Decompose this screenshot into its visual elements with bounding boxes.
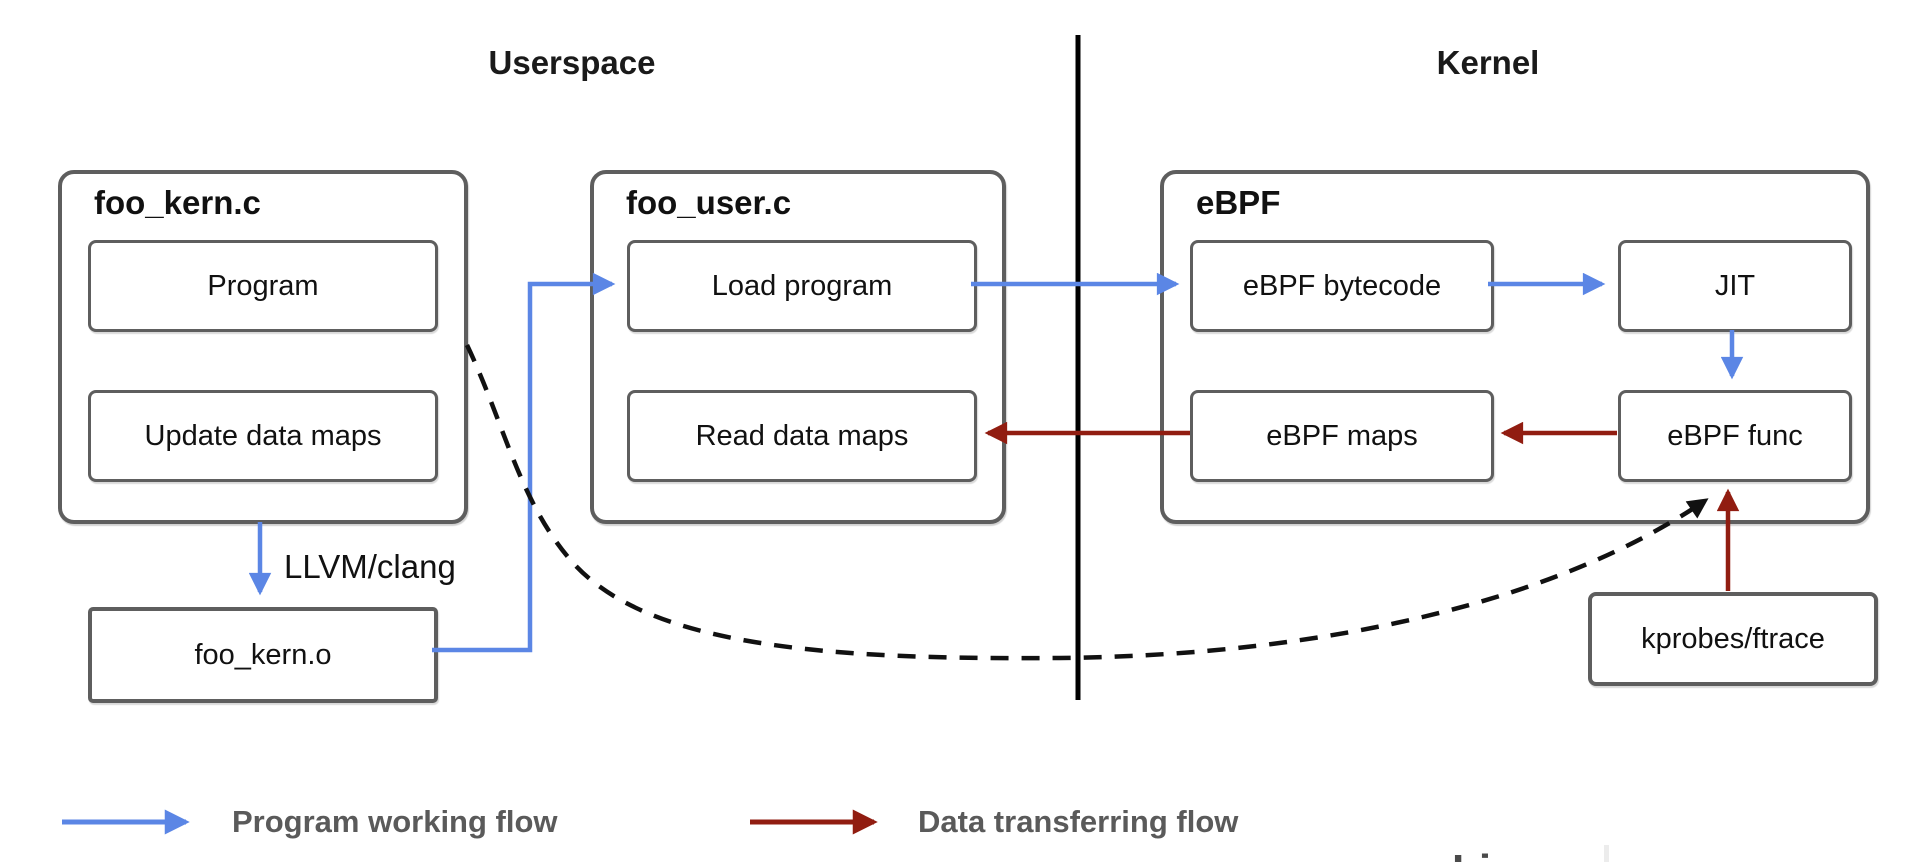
arrow-object-to-load-program bbox=[432, 272, 616, 653]
node-program: Program bbox=[88, 240, 438, 332]
node-ebpf-maps: eBPF maps bbox=[1190, 390, 1494, 482]
container-ebpf-title: eBPF bbox=[1196, 184, 1281, 221]
node-jit: JIT bbox=[1618, 240, 1852, 332]
node-read-data-maps: Read data maps bbox=[627, 390, 977, 482]
node-ebpf-bytecode: eBPF bytecode bbox=[1190, 240, 1494, 332]
node-ebpf-func: eBPF func bbox=[1618, 390, 1852, 482]
node-update-data-maps: Update data maps bbox=[88, 390, 438, 482]
region-label-kernel: Kernel bbox=[1436, 44, 1540, 81]
legend-label-data-flow: Data transferring flow bbox=[918, 804, 1239, 839]
edge-label-llvm-clang: LLVM/clang bbox=[284, 548, 456, 585]
container-foo-kern-c-title: foo_kern.c bbox=[94, 184, 261, 221]
legend-label-program-flow: Program working flow bbox=[232, 804, 558, 839]
region-label-userspace: Userspace bbox=[488, 44, 656, 81]
watermark-bar bbox=[1604, 845, 1609, 862]
dashed-attach-curve bbox=[464, 344, 1709, 661]
node-foo-kern-o: foo_kern.o bbox=[88, 607, 438, 703]
node-kprobes-ftrace: kprobes/ftrace bbox=[1588, 592, 1878, 686]
watermark-partial-text: Li bbox=[1452, 846, 1491, 862]
container-foo-user-c-title: foo_user.c bbox=[626, 184, 792, 221]
